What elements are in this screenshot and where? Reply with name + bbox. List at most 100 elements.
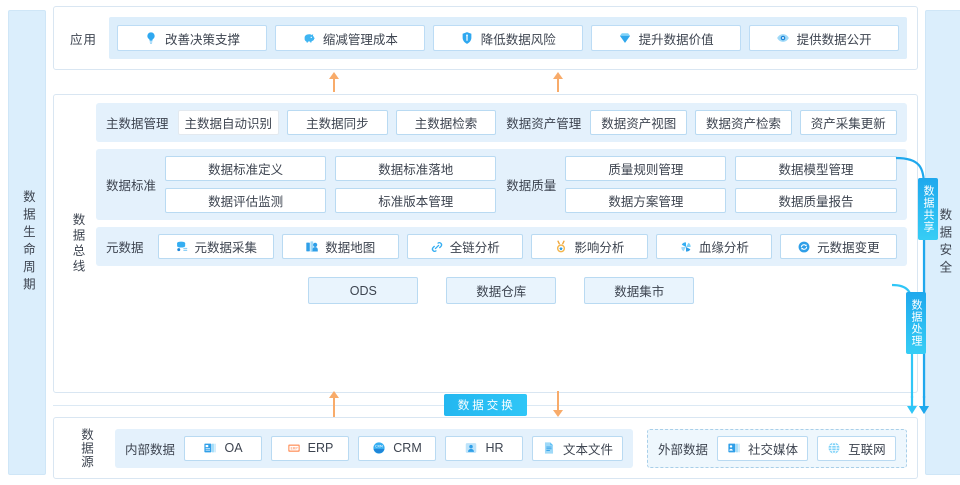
data-source-panel: 数据源 内部数据 OA ERP ERP CRM CRM: [53, 417, 918, 479]
crm-icon: CRM: [372, 441, 386, 455]
right-rail-label: 数据安全: [937, 207, 952, 278]
arrow-up-source-to-bus: [329, 391, 339, 417]
btn-standard-definition[interactable]: 数据标准定义: [165, 156, 327, 181]
group-title-data-quality: 数据质量: [506, 179, 557, 193]
diamond-icon: [618, 31, 632, 45]
application-row-label: 应用: [70, 32, 98, 47]
app-chip-label: 提供数据公开: [796, 32, 872, 47]
btn-impact-analysis[interactable]: 影响分析: [531, 234, 648, 259]
btn-label: CRM: [393, 441, 422, 455]
app-chip-reduce-cost[interactable]: 缩减管理成本: [274, 25, 425, 51]
btn-source-social-media[interactable]: 社交媒体: [717, 435, 809, 461]
store-data-warehouse[interactable]: 数据仓库: [446, 277, 557, 304]
btn-data-map[interactable]: 数据地图: [282, 234, 399, 259]
data-bus-label: 数据总线: [70, 212, 85, 275]
svg-text:ERP: ERP: [290, 446, 298, 450]
btn-asset-collect-update[interactable]: 资产采集更新: [799, 110, 897, 135]
eye-icon: [776, 31, 790, 45]
btn-full-chain-analysis[interactable]: 全链分析: [406, 234, 524, 259]
piggybank-icon: [302, 31, 316, 45]
btn-metadata-collection[interactable]: 元数据采集: [157, 234, 275, 259]
btn-asset-view[interactable]: 数据资产视图: [590, 110, 688, 135]
btn-asset-search[interactable]: 数据资产检索: [695, 110, 792, 135]
group-title-master-data: 主数据管理: [106, 117, 169, 131]
metadata-buttons: 元数据采集 数据地图 全链分析 影响分析: [157, 234, 897, 259]
pinwheel-icon: [679, 240, 693, 254]
data-standard-buttons: 数据标准定义 数据标准落地 数据评估监测 标准版本管理: [165, 156, 497, 213]
erp-icon: ERP: [287, 441, 301, 455]
internal-data-title: 内部数据: [125, 442, 176, 457]
band-master-and-asset: 主数据管理 主数据自动识别 主数据同步 主数据检索 数据资产管理 数据资产视图 …: [96, 103, 907, 142]
btn-source-internet[interactable]: 互联网: [817, 435, 896, 461]
map-icon: [305, 240, 319, 254]
btn-standard-implementation[interactable]: 数据标准落地: [335, 156, 497, 181]
medal-icon: [554, 240, 568, 254]
svg-text:CRM: CRM: [375, 445, 383, 449]
group-title-metadata: 元数据: [106, 241, 144, 255]
left-rail-label: 数据生命周期: [20, 190, 35, 295]
app-chip-data-open[interactable]: 提供数据公开: [748, 25, 899, 51]
data-source-label-wrap: 数据源: [58, 428, 115, 469]
btn-quality-rules[interactable]: 质量规则管理: [565, 156, 727, 181]
link-icon: [430, 240, 444, 254]
btn-standard-version[interactable]: 标准版本管理: [335, 188, 497, 213]
storage-row: ODS 数据仓库 数据集市: [96, 273, 907, 304]
btn-standard-assessment[interactable]: 数据评估监测: [165, 188, 327, 213]
store-ods[interactable]: ODS: [308, 277, 419, 304]
btn-label: OA: [224, 441, 243, 455]
group-data-standard: 数据标准 数据标准定义 数据标准落地 数据评估监测 标准版本管理: [106, 156, 497, 213]
app-chip-reduce-risk[interactable]: 降低数据风险: [432, 25, 583, 51]
app-chip-label: 提升数据价值: [638, 32, 714, 47]
btn-master-sync[interactable]: 主数据同步: [287, 110, 388, 135]
master-data-buttons: 主数据自动识别 主数据同步 主数据检索: [177, 110, 497, 135]
btn-source-text-file[interactable]: 文本文件: [532, 435, 624, 461]
btn-label: 文本文件: [563, 442, 614, 457]
btn-label: 元数据变更: [817, 241, 880, 255]
btn-source-crm[interactable]: CRM CRM: [358, 435, 437, 461]
shield-icon: [460, 31, 474, 45]
arrow-up-right: [553, 72, 563, 92]
app-chip-label: 降低数据风险: [480, 32, 556, 47]
btn-label: 元数据采集: [194, 241, 258, 255]
btn-source-hr[interactable]: HR: [445, 435, 524, 461]
flow-tag-data-share: 数据共享: [918, 178, 938, 240]
store-data-mart[interactable]: 数据集市: [584, 277, 695, 304]
btn-quality-report[interactable]: 数据质量报告: [735, 188, 897, 213]
group-master-data: 主数据管理 主数据自动识别 主数据同步 主数据检索: [106, 110, 497, 135]
refresh-icon: [797, 240, 811, 254]
btn-label: HR: [485, 441, 504, 455]
data-exchange-band: 数据交换: [53, 391, 918, 417]
hr-icon: [464, 441, 478, 455]
group-title-data-asset: 数据资产管理: [506, 117, 582, 131]
data-bus-body: 主数据管理 主数据自动识别 主数据同步 主数据检索 数据资产管理 数据资产视图 …: [96, 103, 907, 384]
globe-icon: [827, 441, 841, 455]
group-data-asset: 数据资产管理 数据资产视图 数据资产检索 资产采集更新: [506, 110, 897, 135]
application-panel: 应用 改善决策支撑 缩减管理成本 降低数据风险 提升数据价值: [53, 6, 918, 70]
arrow-down-bus-to-source: [553, 391, 563, 417]
center-column: 应用 改善决策支撑 缩减管理成本 降低数据风险 提升数据价值: [46, 6, 925, 479]
data-source-body: 内部数据 OA ERP ERP CRM CRM: [115, 428, 907, 468]
app-bus-connector: [53, 70, 918, 94]
btn-quality-plan[interactable]: 数据方案管理: [565, 188, 727, 213]
lightbulb-icon: [144, 31, 158, 45]
btn-master-search[interactable]: 主数据检索: [395, 110, 497, 135]
btn-metadata-change[interactable]: 元数据变更: [780, 234, 897, 259]
app-chip-increase-value[interactable]: 提升数据价值: [590, 25, 741, 51]
right-rail-data-security: 数据安全: [924, 10, 960, 475]
btn-source-erp[interactable]: ERP ERP: [271, 435, 350, 461]
btn-label: 全链分析: [449, 241, 500, 255]
btn-quality-model[interactable]: 数据模型管理: [735, 156, 897, 181]
internal-data-group: 内部数据 OA ERP ERP CRM CRM: [115, 428, 634, 468]
btn-master-auto-identify[interactable]: 主数据自动识别: [177, 110, 280, 135]
btn-label: 数据地图: [325, 241, 376, 255]
btn-source-oa[interactable]: OA: [184, 435, 263, 461]
data-exchange-tag: 数据交换: [443, 394, 527, 416]
arrow-up-left: [329, 72, 339, 92]
btn-lineage-analysis[interactable]: 血缘分析: [655, 234, 773, 259]
app-chip-decision-support[interactable]: 改善决策支撑: [117, 25, 267, 51]
group-title-data-standard: 数据标准: [106, 179, 157, 193]
btn-label: ERP: [307, 441, 334, 455]
document-icon: [542, 441, 556, 455]
database-icon: [175, 240, 189, 254]
